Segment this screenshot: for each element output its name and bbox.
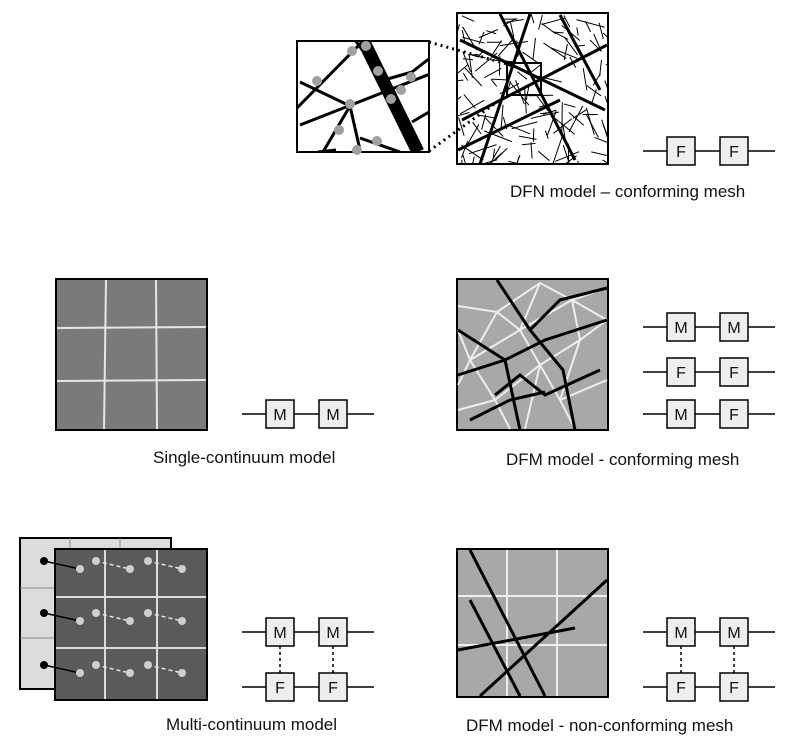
node-chain-dfm-nonconforming: M M F F: [643, 617, 775, 702]
svg-text:M: M: [727, 320, 740, 337]
matrix-node: M: [318, 617, 348, 647]
caption-single-continuum: Single-continuum model: [153, 448, 336, 467]
node-chain-dfm-conforming: M M F F M F: [643, 312, 775, 429]
inset-node-points: [312, 41, 416, 155]
fracture-node: F: [666, 357, 696, 387]
dfn-inset-square: [296, 40, 430, 155]
fracture-node: F: [666, 672, 696, 702]
dfm-conforming-square: [456, 278, 609, 431]
dfm-nonconforming-square: [456, 548, 609, 698]
svg-text:M: M: [727, 625, 740, 642]
zoom-inset-icon: [506, 62, 542, 96]
svg-text:F: F: [676, 144, 686, 161]
dfn-network-square: [456, 12, 609, 165]
zoom-connector-lines: [428, 40, 509, 153]
matrix-node: M: [265, 399, 295, 429]
fracture-node: F: [719, 399, 749, 429]
svg-text:M: M: [674, 320, 687, 337]
matrix-node: M: [666, 617, 696, 647]
multi-continuum-links: [40, 557, 186, 677]
svg-text:M: M: [273, 407, 286, 424]
matrix-node: M: [666, 312, 696, 342]
fracture-node: F: [719, 357, 749, 387]
caption-dfn: DFN model – conforming mesh: [510, 182, 746, 201]
svg-text:M: M: [273, 625, 286, 642]
caption-dfm-conforming: DFM model - conforming mesh: [506, 450, 740, 469]
svg-text:F: F: [328, 680, 338, 697]
svg-text:F: F: [676, 365, 686, 382]
matrix-node: M: [666, 399, 696, 429]
fracture-node: F: [719, 136, 749, 166]
multi-continuum-stack: [19, 537, 208, 701]
matrix-node: M: [719, 617, 749, 647]
caption-multi-continuum: Multi-continuum model: [166, 715, 338, 734]
matrix-node: M: [318, 399, 348, 429]
svg-text:M: M: [674, 625, 687, 642]
fracture-node: F: [265, 672, 295, 702]
node-chain-multi: M M F F: [242, 617, 374, 702]
caption-dfm-nonconforming: DFM model - non-conforming mesh: [466, 716, 734, 735]
svg-text:M: M: [326, 625, 339, 642]
svg-text:F: F: [676, 680, 686, 697]
fracture-node: F: [719, 672, 749, 702]
fracture-node: F: [666, 136, 696, 166]
fracture-node: F: [318, 672, 348, 702]
svg-text:F: F: [729, 407, 739, 424]
matrix-node: M: [265, 617, 295, 647]
svg-text:F: F: [275, 680, 285, 697]
svg-text:M: M: [326, 407, 339, 424]
single-continuum-square: [55, 278, 208, 431]
svg-text:M: M: [674, 407, 687, 424]
svg-text:F: F: [729, 144, 739, 161]
svg-text:F: F: [729, 365, 739, 382]
svg-text:F: F: [729, 680, 739, 697]
matrix-node: M: [719, 312, 749, 342]
